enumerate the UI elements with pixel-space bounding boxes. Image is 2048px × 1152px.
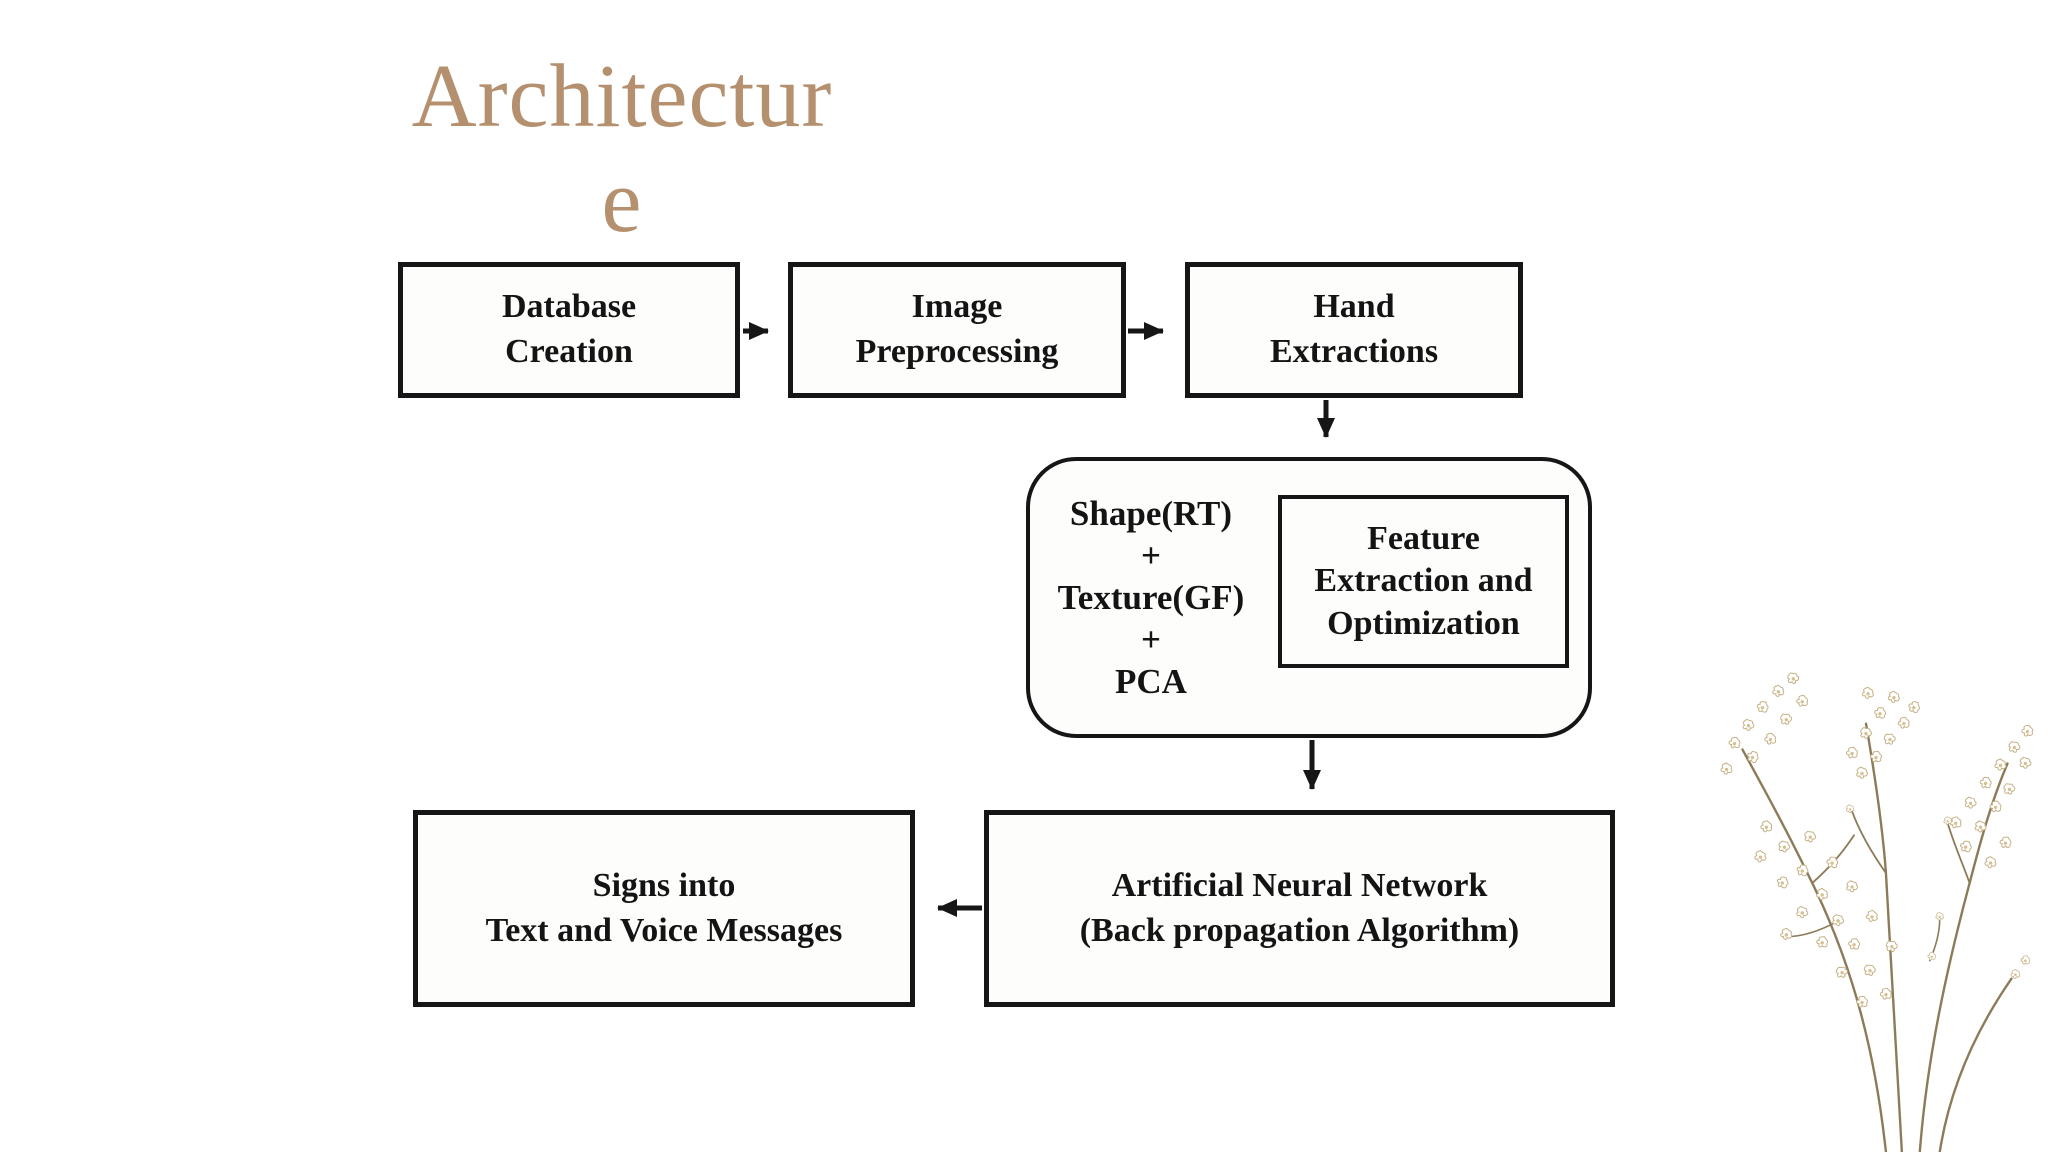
flowchart-box-feature-extraction-optimization: Feature Extraction and Optimization [1278, 495, 1569, 668]
box-label: (Back propagation Algorithm) [1079, 911, 1520, 949]
stack-label: Shape(RT) [1069, 493, 1233, 533]
stack-label: Texture(GF) [1057, 577, 1245, 617]
box-label: Preprocessing [855, 333, 1059, 370]
box-label: Creation [505, 333, 633, 370]
box-label: Artificial Neural Network [1111, 866, 1488, 904]
box-label: Optimization [1327, 604, 1520, 642]
stack-label: PCA [1115, 661, 1187, 701]
box-label: Text and Voice Messages [485, 911, 843, 949]
box-label: Hand [1313, 288, 1395, 326]
box-label: Extraction and [1314, 562, 1533, 600]
feature-stack-text: Shape(RT) + Texture(GF) + PCA [1046, 490, 1256, 705]
flowchart-box-artificial-neural-network: Artificial Neural Network (Back propagat… [984, 810, 1615, 1007]
stack-plus: + [1141, 535, 1161, 575]
flower-blossoms [1720, 670, 2035, 1010]
stack-plus: + [1141, 619, 1161, 659]
flowchart-box-hand-extractions: Hand Extractions [1185, 262, 1523, 398]
box-label: Database [501, 288, 637, 326]
page-title: Architectur e [292, 44, 952, 255]
box-label: Signs into [592, 866, 736, 904]
flower-stems [1741, 722, 2013, 1152]
page-title-line2: e [601, 152, 643, 252]
page-title-line1: Architectur [411, 47, 833, 146]
flowchart-box-signs-into-text-voice: Signs into Text and Voice Messages [413, 810, 915, 1007]
box-label: Feature [1367, 519, 1480, 557]
dried-flower-image [1720, 670, 2035, 1152]
box-label: Image [911, 288, 1003, 326]
flowchart-box-database-creation: Database Creation [398, 262, 740, 398]
flowchart-box-image-preprocessing: Image Preprocessing [788, 262, 1126, 398]
box-label: Extractions [1269, 333, 1439, 370]
